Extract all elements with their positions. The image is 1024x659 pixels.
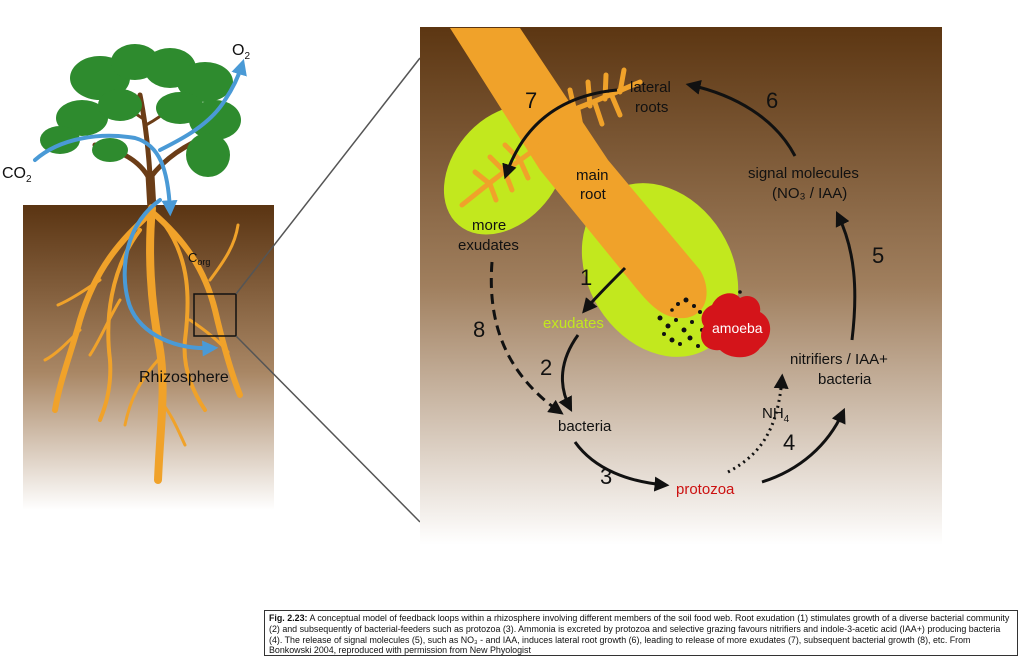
step-number-2: 2 <box>540 355 552 380</box>
amoeba-label: amoeba <box>712 320 763 336</box>
arrow-step-3 <box>573 441 670 492</box>
signal-molecules-label: signal molecules(NO₃ / IAA) <box>748 165 859 202</box>
arrow-step-4 <box>761 407 846 484</box>
corg-label: Corg <box>188 250 210 267</box>
arrow-step-8 <box>489 261 564 415</box>
cycle-arrows <box>489 79 857 492</box>
step-number-8: 8 <box>473 317 485 342</box>
figure-caption: Fig. 2.23: A conceptual model of feedbac… <box>264 610 1018 656</box>
nitrifiers-label: nitrifiers / IAA+bacteria <box>790 351 888 388</box>
arrow-step-5 <box>835 210 857 341</box>
plant-leaves <box>40 44 241 177</box>
o2-label: O2 <box>232 42 250 62</box>
arrow-step-6 <box>685 79 797 157</box>
step-number-4: 4 <box>783 430 795 455</box>
step-number-5: 5 <box>872 243 884 268</box>
co2-label: CO2 <box>2 165 32 185</box>
exudates-label: exudates <box>543 315 604 332</box>
amoeba-shape <box>701 293 771 358</box>
left-panel: CO2 O2 Corg Rhizosphere <box>2 42 421 523</box>
step-number-6: 6 <box>766 88 778 113</box>
nh4-label: NH4 <box>762 405 790 425</box>
step-number-3: 3 <box>600 464 612 489</box>
arrow-step-2 <box>558 334 580 412</box>
zoom-line-top <box>235 57 421 295</box>
zoom-box <box>193 293 237 337</box>
arrow-step-7 <box>502 88 618 180</box>
bacteria-label: bacteria <box>558 418 612 435</box>
bacteria-dots <box>657 290 750 348</box>
main-root <box>450 28 707 319</box>
plant-roots <box>43 204 243 484</box>
carbon-flow-arrows <box>33 58 247 357</box>
figure-label: Fig. 2.23: <box>269 613 308 623</box>
zoom-line-bottom <box>235 335 421 523</box>
step-number-1: 1 <box>580 265 592 290</box>
protozoa-label: protozoa <box>676 481 735 498</box>
rhizosphere-label: Rhizosphere <box>139 369 229 386</box>
arrow-step-1 <box>582 266 627 314</box>
caption-text: A conceptual model of feedback loops wit… <box>269 613 1010 656</box>
step-number-7: 7 <box>525 88 537 113</box>
